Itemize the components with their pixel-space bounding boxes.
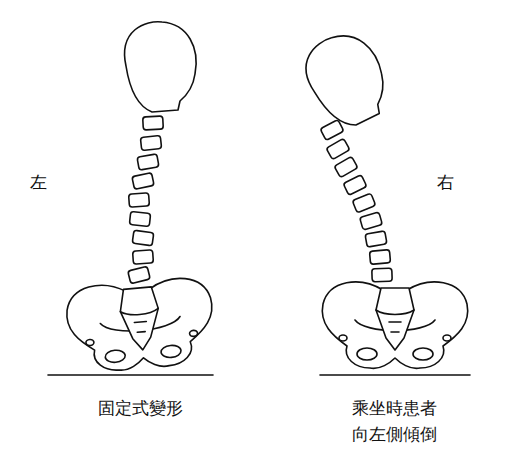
- figure-caption: 固定式變形: [80, 396, 200, 422]
- side-label: 右: [433, 170, 457, 196]
- side-label: 左: [26, 170, 50, 196]
- figure-caption: 乘坐時患者 向左側傾倒: [347, 396, 441, 447]
